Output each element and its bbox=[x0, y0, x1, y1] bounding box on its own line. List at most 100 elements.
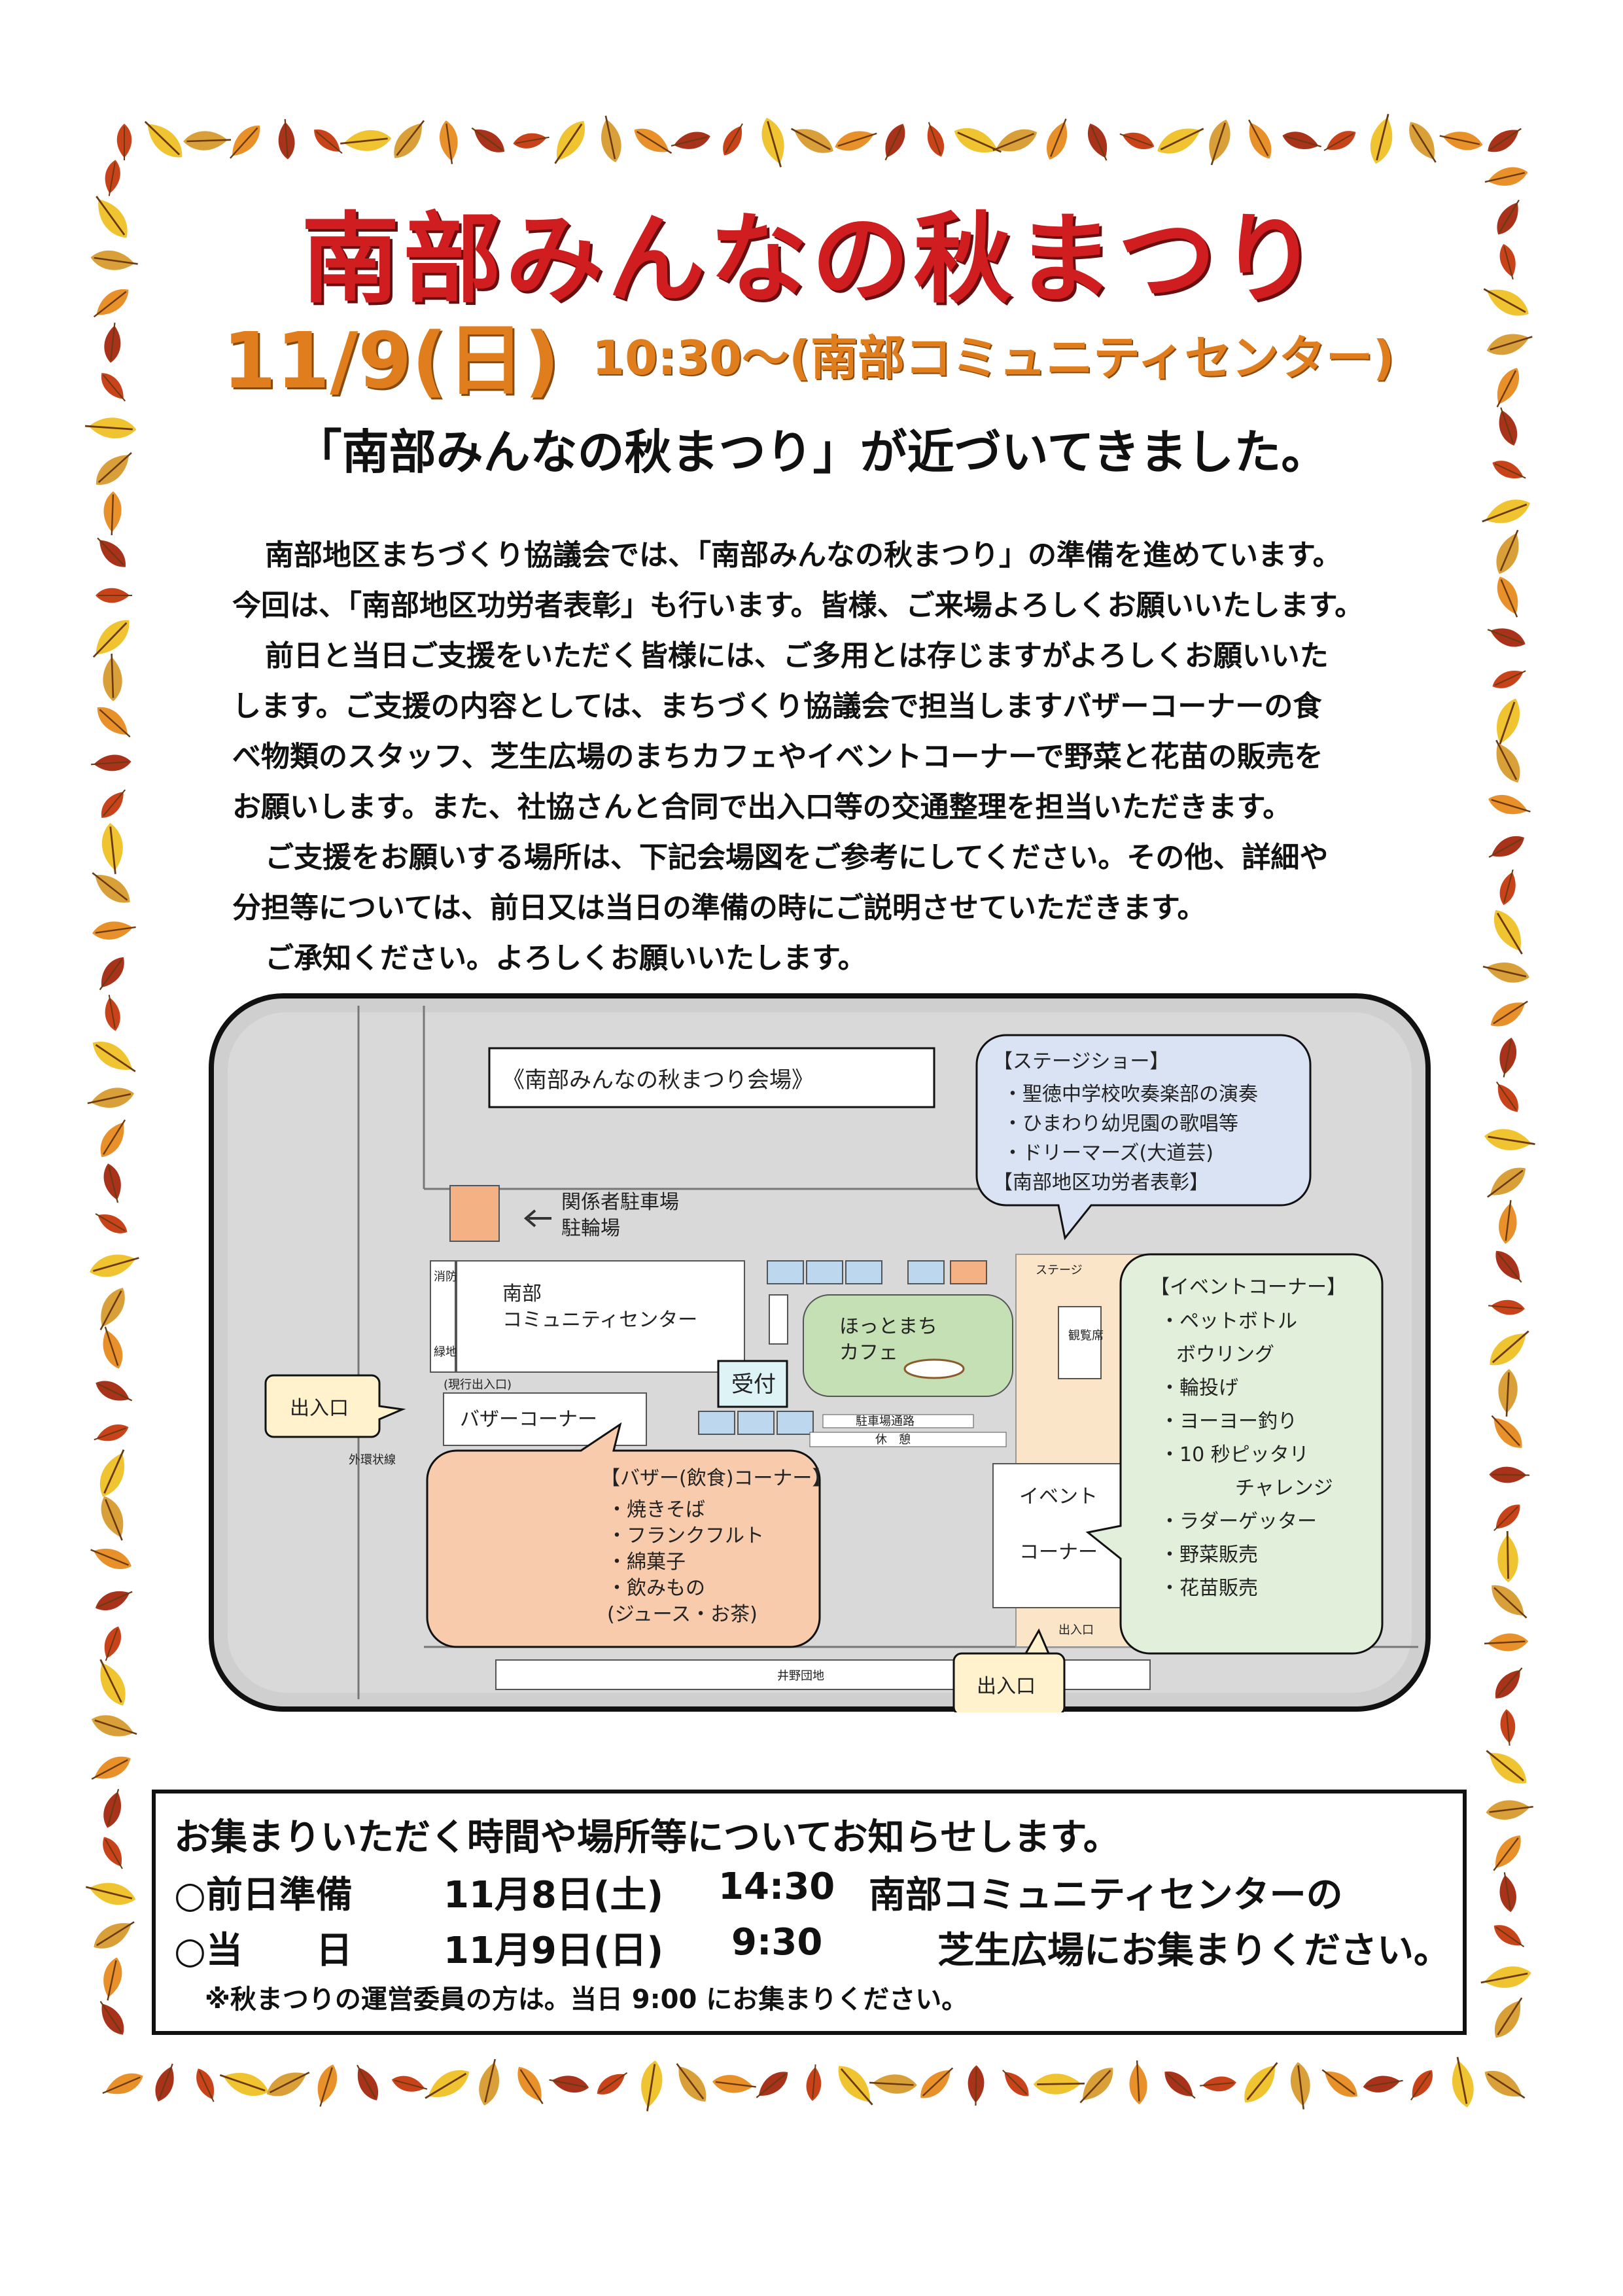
leaf-icon bbox=[750, 2065, 794, 2105]
center-label: 南部 bbox=[502, 1282, 542, 1305]
prep-day-place: 南部コミュニティセンターの bbox=[869, 1874, 1343, 1916]
leaf-icon bbox=[137, 113, 190, 166]
prep-day-date: 11月8日(土) bbox=[444, 1874, 664, 1916]
bicycle-label: 駐輪場 bbox=[561, 1217, 620, 1240]
leaf-icon bbox=[116, 123, 133, 161]
leaf-icon bbox=[90, 917, 138, 943]
green-label: 緑地 bbox=[434, 1345, 457, 1359]
leaf-icon bbox=[1495, 867, 1521, 908]
event-area-label: コーナー bbox=[1019, 1541, 1098, 1564]
leaf-icon bbox=[1198, 2074, 1238, 2094]
entrance-bottom-label: 出入口 bbox=[977, 1675, 1036, 1698]
staff-note: ※秋まつりの運営委員の方は。当日 9:00 にお集まりください。 bbox=[205, 1985, 968, 2015]
parking-road-label: 駐車場通路 bbox=[856, 1415, 915, 1428]
leaf-icon bbox=[1486, 735, 1527, 788]
stage-label: ステージ bbox=[1036, 1263, 1083, 1277]
reception-label: 受付 bbox=[731, 1371, 776, 1398]
cafe-label: カフェ bbox=[839, 1341, 898, 1364]
leaf-icon bbox=[921, 118, 949, 160]
leaf-icon bbox=[786, 119, 839, 161]
leaf-icon bbox=[1116, 126, 1158, 154]
body-line: べ物類のスタッフ、芝生広場のまちカフェやイベントコーナーで野菜と花苗の販売を bbox=[232, 740, 1323, 773]
body-line: 分担等については、前日又は当日の準備の時にご説明させていただきます。 bbox=[232, 891, 1206, 925]
stage-box-item: ・聖徳中学校吹奏楽部の演奏 bbox=[1003, 1083, 1258, 1106]
event-box-item: ・10 秒ピッタリ bbox=[1160, 1443, 1309, 1466]
leaf-icon bbox=[546, 114, 593, 171]
leaf-icon bbox=[92, 951, 131, 996]
event-day-label: ○当 日 bbox=[174, 1930, 353, 1972]
leaf-icon bbox=[1081, 119, 1115, 165]
leaf-icon bbox=[94, 1491, 132, 1545]
leaf-icon bbox=[91, 531, 132, 574]
event-box-item: ボウリング bbox=[1176, 1343, 1274, 1366]
leaf-icon bbox=[101, 652, 124, 703]
leaf-icon bbox=[988, 122, 1042, 160]
leaf-icon bbox=[1488, 1661, 1529, 1704]
leaf-icon bbox=[949, 120, 1007, 162]
leaf-icon bbox=[338, 127, 394, 155]
leaf-icon bbox=[1484, 621, 1529, 652]
leaf-icon bbox=[91, 1375, 137, 1409]
leaf-icon bbox=[1485, 789, 1534, 821]
leaf-icon bbox=[276, 118, 297, 161]
stage-box-item: ・ひまわり幼児園の歌唱等 bbox=[1003, 1112, 1238, 1135]
bazaar-box-item: ・綿菓子 bbox=[607, 1551, 686, 1574]
leaf-icon bbox=[98, 1954, 126, 2004]
leaf-icon bbox=[1495, 1198, 1521, 1246]
leaf-icon bbox=[1495, 1870, 1520, 1915]
leaf-icon bbox=[101, 993, 124, 1033]
body-line: お願いします。また、社協さんと合同で出入口等の交通整理を担当いただきます。 bbox=[232, 790, 1292, 824]
leaf-icon bbox=[386, 113, 432, 165]
event-title: 南部みんなの秋まつり bbox=[301, 203, 1322, 317]
leaf-icon bbox=[1159, 2064, 1202, 2106]
event-box-item: ・輪投げ bbox=[1160, 1377, 1238, 1400]
leaf-icon bbox=[1484, 1577, 1534, 1626]
leaf-icon bbox=[1151, 118, 1210, 162]
leaf-icon bbox=[86, 1246, 143, 1283]
leaf-icon bbox=[1484, 1796, 1535, 1823]
leaf-icon bbox=[756, 114, 792, 171]
leaf-icon bbox=[710, 2072, 758, 2097]
leaf-icon bbox=[1488, 1466, 1531, 1485]
leaf-icon bbox=[867, 2072, 918, 2096]
leaf-icon bbox=[1032, 2072, 1086, 2096]
event-box-item: ・ラダーゲッター bbox=[1160, 1510, 1317, 1533]
leaf-icon bbox=[86, 1033, 143, 1081]
bazaar-box-item: ・焼きそば bbox=[607, 1498, 705, 1521]
bazaar-box-item: (ジュース・お茶) bbox=[607, 1603, 758, 1626]
leaf-icon bbox=[1489, 1918, 1529, 1954]
leaf-icon bbox=[1236, 2055, 1287, 2110]
leaf-icon bbox=[95, 784, 131, 824]
leaf-icon bbox=[804, 2063, 824, 2102]
leaf-icon bbox=[1487, 1298, 1526, 1317]
cafe-label: ほっとまち bbox=[839, 1315, 937, 1338]
leaf-icon bbox=[1498, 1708, 1518, 1747]
leaf-icon bbox=[1485, 993, 1533, 1034]
leaf-icon bbox=[1490, 1076, 1525, 1117]
leaf-icon bbox=[91, 1583, 137, 1617]
body-line: ご支援をお願いする場所は、下記会場図をご参考にしてください。その他、詳細や bbox=[265, 841, 1329, 874]
leaf-icon bbox=[1240, 115, 1278, 164]
leaf-icon bbox=[511, 129, 551, 152]
leaf-icon bbox=[99, 1161, 127, 1206]
leaf-icon bbox=[1401, 116, 1445, 169]
leaf-icon bbox=[99, 1786, 128, 1831]
leaf-icon bbox=[1201, 116, 1236, 169]
leaf-icon bbox=[436, 118, 462, 166]
leaf-icon bbox=[717, 119, 750, 160]
leaf-icon bbox=[1490, 525, 1528, 579]
leaf-icon bbox=[261, 2062, 315, 2104]
leaf-icon bbox=[93, 1996, 131, 2040]
leaf-icon bbox=[311, 2061, 343, 2110]
leaf-icon bbox=[95, 367, 131, 407]
leaf-icon bbox=[92, 1444, 134, 1502]
leaf-icon bbox=[1488, 362, 1526, 412]
leaf-icon bbox=[1486, 904, 1532, 961]
leaf-icon bbox=[419, 2062, 476, 2108]
venue-map: 《南部みんなの秋まつり会場》 関係者駐車場 駐輪場 消防車庫 緑地 南部 コミュ… bbox=[209, 993, 1431, 1712]
event-day-date: 11月9日(日) bbox=[444, 1930, 664, 1972]
leaf-icon bbox=[1488, 1498, 1526, 1537]
leaf-icon bbox=[84, 1083, 137, 1114]
leaf-icon bbox=[88, 1913, 141, 1956]
bazaar-box-header: 【バザー(飲食)コーナー】 bbox=[601, 1467, 831, 1490]
